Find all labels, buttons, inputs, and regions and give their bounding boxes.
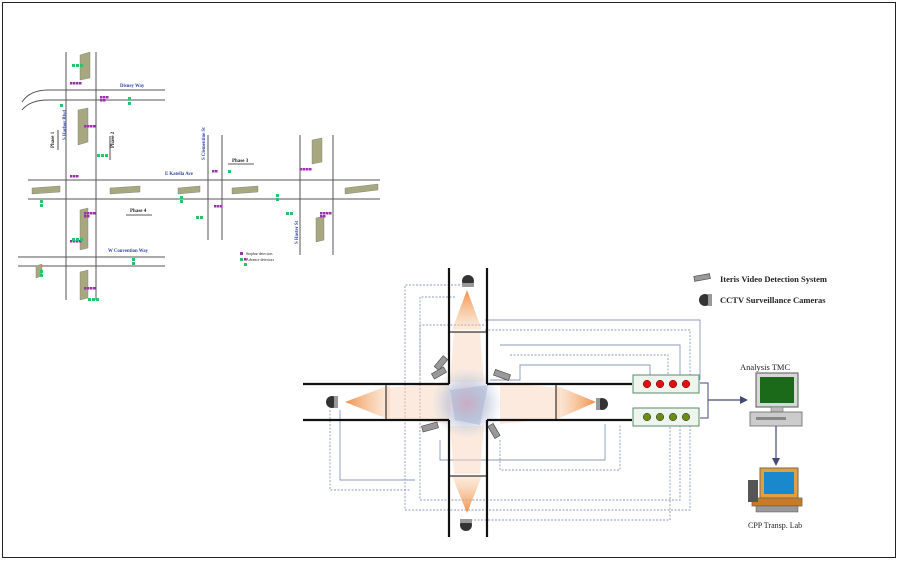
tmc-computer bbox=[749, 372, 803, 427]
legend-cctv: CCTV Surveillance Cameras bbox=[699, 294, 826, 306]
legend-advance-swatch bbox=[240, 258, 243, 261]
road-disney-way bbox=[21, 89, 165, 111]
center-overlap bbox=[450, 385, 488, 425]
legend-stopbar-label: Stopbar detectors bbox=[246, 252, 273, 256]
arrow-to-lab bbox=[772, 458, 780, 466]
label-analysis-tmc: Analysis TMC bbox=[740, 362, 790, 372]
cone-north-fade bbox=[450, 332, 484, 382]
controller-red bbox=[632, 374, 700, 394]
cctv-camera-east bbox=[596, 398, 608, 410]
stopbar-detectors bbox=[70, 82, 332, 290]
stop-lines bbox=[385, 331, 557, 477]
controller-bracket bbox=[700, 382, 709, 419]
legend-video-label: Iteris Video Detection System bbox=[720, 274, 827, 284]
cone-south bbox=[452, 476, 482, 513]
cone-north bbox=[452, 290, 482, 330]
video-camera-nw bbox=[431, 355, 449, 380]
controller-green bbox=[632, 407, 700, 427]
lab-computer bbox=[748, 467, 803, 513]
cone-east-fade bbox=[500, 382, 560, 424]
cctv-camera-west bbox=[326, 396, 338, 408]
network-map: Disney Way S Harbor Blvd E Katella Ave S… bbox=[18, 51, 380, 301]
label-cpp-lab: CPP Transp. Lab bbox=[748, 521, 802, 530]
intersection-diagram: Analysis TMC CPP Transp. Lab Iteris Vide… bbox=[303, 268, 827, 537]
label-harbor-blvd: S Harbor Blvd bbox=[63, 110, 68, 140]
label-phase3: Phase 3 bbox=[232, 159, 249, 164]
label-katella: E Katella Ave bbox=[165, 172, 193, 177]
label-phase2: Phase 2 bbox=[111, 131, 116, 148]
road-clementine bbox=[207, 135, 223, 240]
road-katella bbox=[28, 179, 380, 200]
video-camera-ne bbox=[493, 369, 511, 381]
road-convention-way bbox=[18, 256, 165, 267]
label-disney-way: Disney Way bbox=[120, 84, 145, 89]
video-camera-se bbox=[487, 423, 501, 439]
cone-east bbox=[555, 385, 596, 420]
roads bbox=[303, 268, 632, 537]
legend-cctv-label: CCTV Surveillance Cameras bbox=[720, 295, 826, 305]
cone-west-fade bbox=[386, 382, 450, 424]
label-haster: S Haster St bbox=[295, 221, 300, 244]
cone-south-fade bbox=[450, 426, 484, 474]
arrow-to-tmc bbox=[740, 396, 748, 404]
label-clementine: S Clementine St bbox=[202, 127, 207, 160]
label-phase1: Phase 1 bbox=[51, 131, 56, 148]
legend-video-detection: Iteris Video Detection System bbox=[693, 273, 827, 284]
cctv-camera-south bbox=[460, 519, 472, 531]
road-haster bbox=[299, 135, 334, 255]
cone-west bbox=[345, 385, 390, 420]
legend-stopbar-swatch bbox=[240, 252, 243, 255]
legend-advance-label: Advance detectors bbox=[246, 258, 275, 262]
label-convention-way: W Convention Way bbox=[108, 249, 149, 254]
road-harbor-blvd bbox=[65, 52, 97, 300]
wiring bbox=[329, 284, 701, 521]
video-camera-legend-icon bbox=[693, 273, 711, 282]
cctv-camera-north bbox=[462, 275, 474, 287]
label-phase4: Phase 4 bbox=[130, 209, 147, 214]
advance-detectors bbox=[40, 64, 293, 301]
video-camera-sw bbox=[421, 421, 439, 433]
medians bbox=[31, 51, 379, 301]
